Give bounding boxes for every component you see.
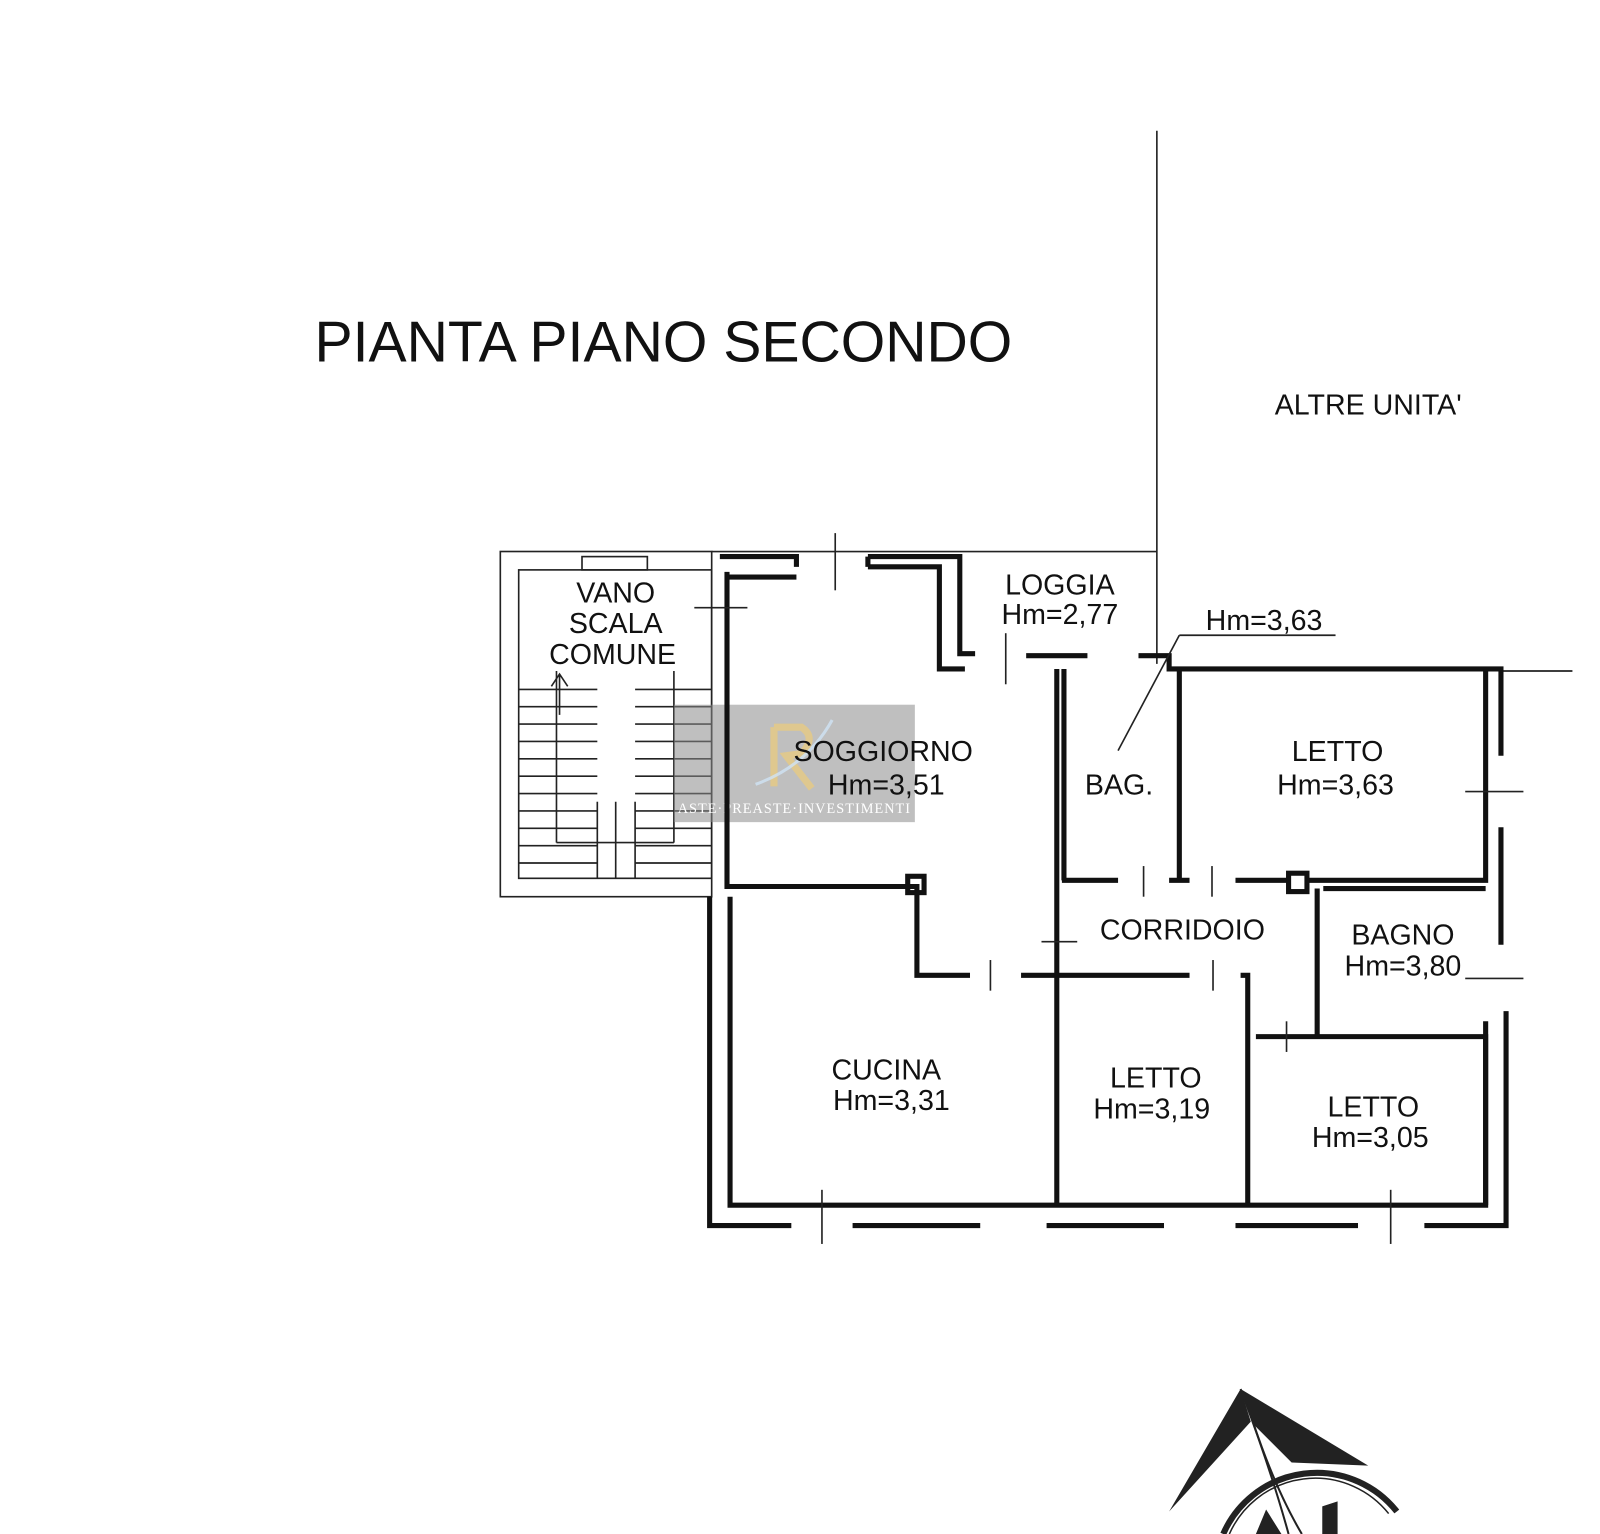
- watermark-logo-icon: [755, 719, 834, 791]
- bagno-label: BAGNO: [1351, 920, 1454, 952]
- letto1-label: LETTO: [1292, 736, 1384, 768]
- other-units-label: ALTRE UNITA': [1275, 390, 1462, 422]
- opening-ticks: [694, 533, 1524, 1244]
- stair-label-3: COMUNE: [549, 639, 676, 671]
- boundary-lines: [711, 130, 1573, 672]
- soggiorno-height: Hm=3,51: [828, 770, 945, 802]
- letto3-label: LETTO: [1328, 1091, 1420, 1123]
- letto1-height: Hm=3,63: [1277, 770, 1394, 802]
- plan-title: PIANTA PIANO SECONDO: [314, 311, 1012, 375]
- stair-label-1: VANO: [576, 578, 655, 610]
- bagno-height: Hm=3,80: [1345, 950, 1462, 982]
- bag-label: BAG.: [1085, 770, 1153, 802]
- watermark: ASTE·PREASTE·INVESTIMENTI: [673, 704, 915, 823]
- loggia-label: LOGGIA: [1005, 569, 1115, 601]
- cucina-label: CUCINA: [832, 1055, 942, 1087]
- letto3-height: Hm=3,05: [1312, 1122, 1429, 1154]
- bag-height: Hm=3,63: [1206, 605, 1323, 637]
- walls: [707, 554, 1509, 1229]
- corridoio-label: CORRIDOIO: [1100, 915, 1265, 947]
- cucina-height: Hm=3,31: [833, 1085, 950, 1117]
- letto2-label: LETTO: [1110, 1063, 1202, 1095]
- letto2-height: Hm=3,19: [1093, 1093, 1210, 1125]
- stair-label-2: SCALA: [569, 608, 663, 640]
- soggiorno-label: SOGGIORNO: [794, 736, 973, 768]
- loggia-height: Hm=2,77: [1001, 599, 1118, 631]
- north-arrow-icon: [1169, 1388, 1400, 1534]
- watermark-text: ASTE·PREASTE·INVESTIMENTI: [678, 801, 911, 817]
